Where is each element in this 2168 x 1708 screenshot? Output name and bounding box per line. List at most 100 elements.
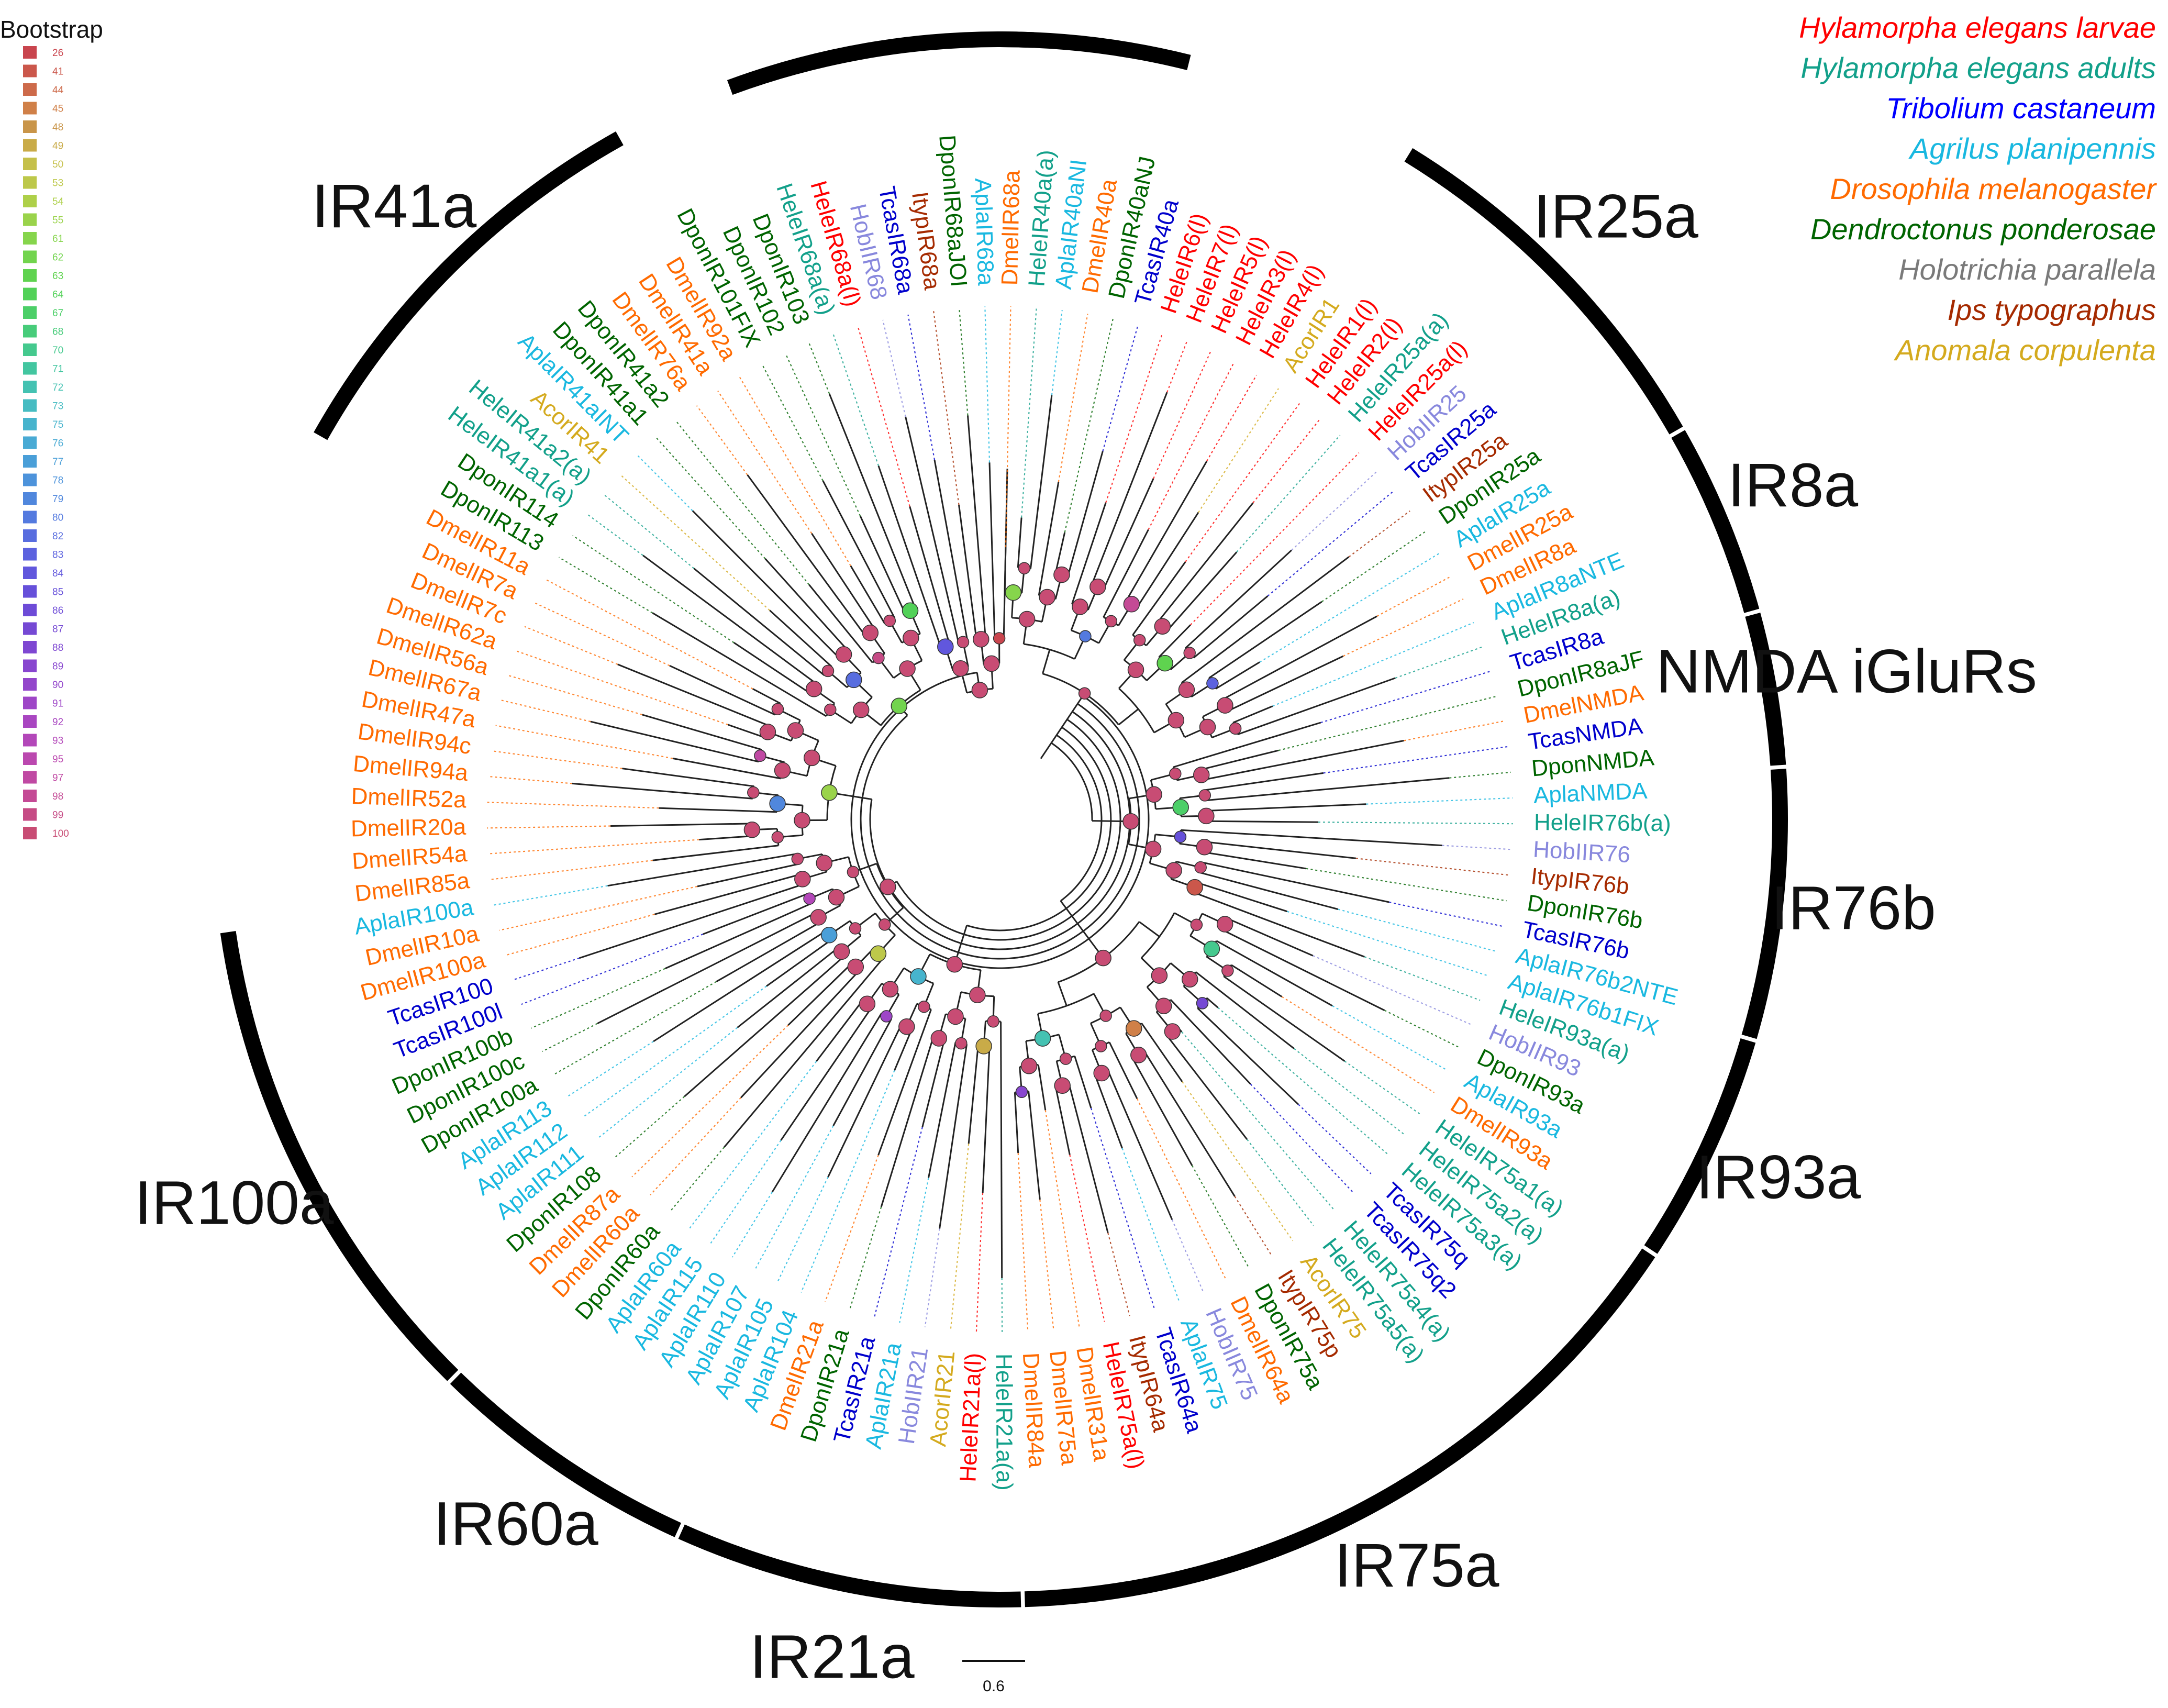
bootstrap-value-label: 72: [52, 382, 63, 393]
branch: [859, 515, 906, 614]
bootstrap-node: [1133, 634, 1146, 647]
bootstrap-node: [852, 701, 870, 718]
bootstrap-node: [859, 995, 876, 1012]
tip-connector: [1206, 374, 1257, 462]
bootstrap-node: [1193, 767, 1210, 783]
branch: [1200, 749, 1279, 771]
bootstrap-swatch: [23, 120, 37, 133]
bootstrap-value-label: 75: [52, 419, 63, 430]
bootstrap-node: [1005, 584, 1022, 601]
bootstrap-value-label: 86: [52, 605, 63, 616]
tip-connector: [488, 839, 699, 855]
branch: [597, 912, 817, 1025]
bootstrap-swatch: [23, 808, 37, 821]
tip-connector: [1298, 1104, 1372, 1174]
bootstrap-node: [879, 918, 891, 931]
branch: [1057, 982, 1068, 1006]
bootstrap-node: [891, 697, 908, 715]
branch: [733, 642, 811, 695]
bootstrap-value-label: 73: [52, 401, 63, 412]
bootstrap-node: [1168, 712, 1185, 729]
bootstrap-value-label: 63: [52, 271, 63, 282]
bootstrap-value-label: 77: [52, 457, 63, 468]
bootstrap-swatch: [23, 511, 37, 524]
bootstrap-swatch: [23, 232, 37, 245]
bootstrap-node: [1178, 681, 1195, 698]
bootstrap-node: [983, 655, 1000, 672]
bootstrap-node: [880, 879, 896, 895]
tip-connector: [1247, 1139, 1314, 1226]
tip-connector: [689, 1061, 817, 1229]
branch: [1000, 1021, 1003, 1279]
clade-label: IR8a: [1728, 451, 1859, 520]
tip-connector: [1044, 1110, 1080, 1327]
branch: [1204, 772, 1324, 791]
bootstrap-value-label: 82: [52, 531, 63, 542]
bootstrap-node: [971, 682, 988, 698]
branch: [905, 416, 960, 644]
tip-connector: [614, 1096, 685, 1159]
branch: [771, 1013, 882, 1193]
branch: [1103, 478, 1154, 590]
tip-connector: [637, 455, 693, 512]
branch: [1054, 1086, 1071, 1155]
bootstrap-node: [794, 812, 810, 829]
bootstrap-value-label: 62: [52, 252, 63, 263]
tip-connector: [1259, 553, 1439, 663]
tip-connector: [959, 308, 969, 416]
bootstrap-value-label: 84: [52, 568, 64, 579]
bootstrap-node: [987, 1015, 999, 1028]
clade-label: IR76b: [1771, 873, 1936, 942]
bootstrap-node: [1054, 1077, 1071, 1094]
tip-connector: [568, 1040, 654, 1097]
tip-connector: [1017, 1153, 1029, 1332]
tip-label: DmelIR20a: [351, 814, 466, 842]
bootstrap-node-markers: [743, 562, 1242, 1099]
bootstrap-swatch: [23, 604, 37, 616]
tip-connector: [515, 650, 728, 726]
bootstrap-node: [910, 968, 927, 985]
bootstrap-node: [1181, 971, 1198, 988]
bootstrap-value-label: 70: [52, 345, 63, 356]
branch: [828, 393, 916, 609]
tip-labels: DmelIR68aAplaIR68aDponIR68aJOIItypIR68aT…: [351, 134, 1681, 1491]
tip-connector: [1376, 575, 1452, 617]
bootstrap-value-label: 55: [52, 215, 63, 226]
bootstrap-swatch: [23, 715, 37, 728]
tip-connector: [1321, 531, 1426, 603]
branch: [1029, 395, 1053, 569]
tip-connector: [1190, 452, 1360, 626]
bootstrap-value-label: 76: [52, 438, 63, 449]
branch: [1203, 851, 1306, 870]
tip-label: AplaIR68a: [970, 178, 998, 286]
tip-connector: [754, 1125, 834, 1271]
bootstrap-node: [1125, 1020, 1142, 1037]
tip-connector: [1105, 332, 1163, 503]
bootstrap-node: [1089, 578, 1106, 595]
bootstrap-node: [872, 651, 885, 664]
clade-label: IR75a: [1335, 1531, 1499, 1600]
bootstrap-node: [969, 986, 986, 1003]
branch: [1037, 1064, 1047, 1111]
branch: [752, 688, 781, 704]
bootstrap-node: [791, 852, 804, 866]
tip-connector: [899, 1178, 929, 1323]
branch: [1208, 601, 1322, 679]
bootstrap-swatch: [23, 771, 37, 784]
bootstrap-node: [1157, 655, 1173, 672]
tip-connector: [572, 535, 735, 644]
clade-arc: [220, 931, 459, 1381]
tip-connector: [1185, 403, 1300, 562]
branch: [780, 1006, 873, 1141]
tip-connector: [535, 602, 670, 667]
tip-connector: [1182, 1081, 1294, 1241]
branch: [928, 1042, 957, 1178]
bootstrap-node: [1196, 838, 1213, 856]
branch: [1199, 871, 1338, 910]
bootstrap-value-label: 41: [52, 66, 63, 77]
bootstrap-swatch: [23, 64, 37, 77]
tip-connector: [1181, 1031, 1335, 1210]
bootstrap-node: [771, 703, 784, 715]
tip-connector: [1272, 622, 1474, 707]
branch: [921, 1039, 946, 1127]
